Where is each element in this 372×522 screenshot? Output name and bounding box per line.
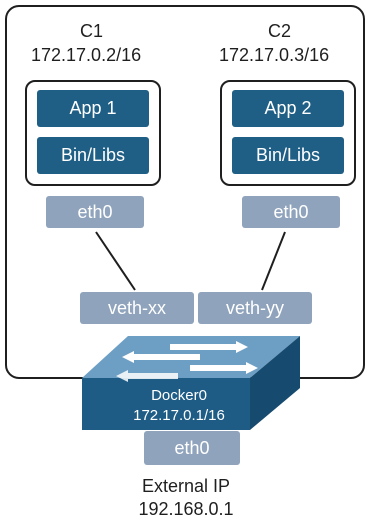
container-c1-ip: 172.17.0.2/16 <box>31 45 142 65</box>
container-c1-app: App 1 <box>37 90 149 127</box>
link-c1-eth0-to-veth-xx <box>95 231 136 291</box>
bridge-name: Docker0 <box>151 387 207 404</box>
link-c2-eth0-to-veth-yy <box>261 231 286 291</box>
container-c2: App 2 Bin/Libs <box>220 80 356 186</box>
veth-yy: veth-yy <box>198 292 312 324</box>
container-c2-name: C2 <box>268 21 292 41</box>
bridge-ip: 172.17.0.1/16 <box>133 407 225 424</box>
container-c2-app: App 2 <box>232 90 344 127</box>
container-c2-eth0: eth0 <box>242 196 340 228</box>
external-ip-value: 192.168.0.1 <box>138 499 234 519</box>
external-ip-label: External IP <box>141 476 231 496</box>
container-c1: App 1 Bin/Libs <box>25 80 161 186</box>
container-c1-bin-libs: Bin/Libs <box>37 137 149 174</box>
container-c1-name: C1 <box>80 21 104 41</box>
veth-xx: veth-xx <box>80 292 194 324</box>
container-c1-eth0: eth0 <box>46 196 144 228</box>
host-eth0: eth0 <box>144 431 240 465</box>
container-c2-ip: 172.17.0.3/16 <box>219 45 330 65</box>
container-c2-bin-libs: Bin/Libs <box>232 137 344 174</box>
